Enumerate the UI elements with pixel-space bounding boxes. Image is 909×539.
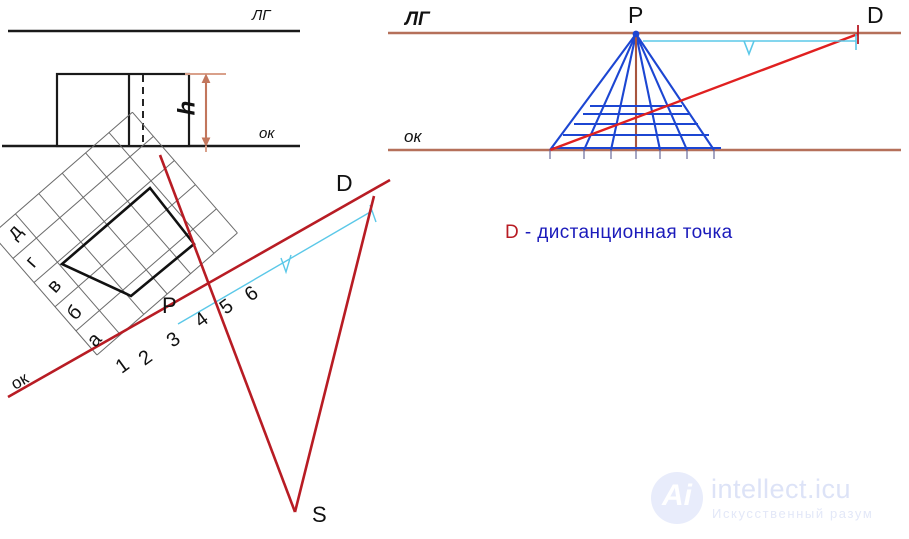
plan-grid: [0, 111, 238, 356]
perspective-distance-point-label: D: [867, 2, 884, 28]
plan-principal-point-label: P: [162, 293, 177, 318]
perspective-principal-point-label: P: [628, 2, 644, 28]
perspective-base-ticks: [549, 150, 715, 159]
perspective-principal-point-marker: [632, 30, 640, 38]
perspective-diagonal-to-distance-point: [549, 32, 859, 152]
elevation-box: [55, 72, 191, 148]
watermark-badge-glyph: Ai: [662, 479, 692, 512]
perspective-convergent-rays: [549, 33, 715, 151]
plan-ray-s-to-d: [293, 195, 376, 513]
watermark-subtitle: Искусственный разум: [712, 506, 874, 521]
perspective-view-group: [388, 25, 901, 159]
elevation-height-label: h: [173, 100, 201, 116]
plan-building-footprint: [59, 186, 196, 298]
perspective-ground-label: ок: [404, 127, 422, 146]
perspective-horizon-label: ЛГ: [405, 9, 430, 30]
height-dimension-arrow: [201, 73, 211, 147]
caption-dash: -: [524, 222, 532, 243]
plan-distance-dimension-tick: [280, 254, 292, 275]
plan-view-group: [0, 111, 391, 513]
plan-distance-dimension-line: [177, 210, 373, 325]
caption-text: дистанционная точка: [537, 222, 733, 243]
plan-picture-plane-line: [7, 178, 391, 399]
plan-distance-point-label: D: [336, 170, 353, 196]
watermark: Ai intellect.icu Искусственный разум: [651, 470, 901, 532]
plan-station-point-label: S: [312, 502, 327, 527]
elevation-ground-label: ок: [259, 125, 275, 142]
caption-symbol: D: [505, 222, 520, 243]
plan-ray-s-to-p: [158, 154, 297, 513]
perspective-distance-dimension-tick: [743, 40, 755, 57]
caption: D - дистанционная точка: [505, 222, 733, 244]
elevation-horizon-label: ЛГ: [252, 7, 271, 24]
elevation-view-group: [2, 29, 300, 152]
watermark-title: intellect.icu: [711, 474, 852, 504]
watermark-logo-icon: [651, 472, 703, 524]
